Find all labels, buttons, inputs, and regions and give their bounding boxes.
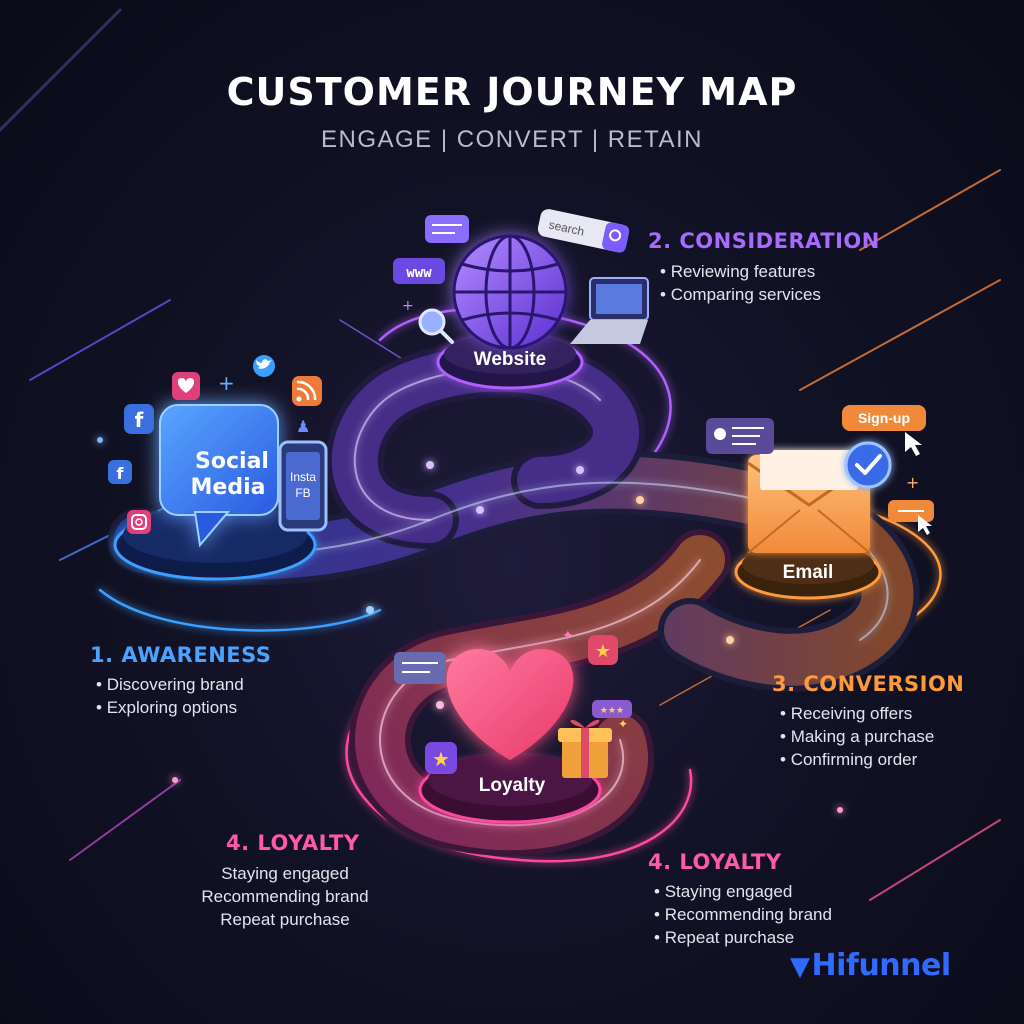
profile-card-icon: [706, 418, 774, 454]
svg-text:Sign-up: Sign-up: [858, 410, 910, 426]
list-item: Staying engaged: [221, 864, 349, 883]
email-label: Email: [782, 562, 834, 583]
list-item: Confirming order: [780, 748, 934, 771]
star-icon: ★: [588, 635, 618, 665]
signup-tag: Sign-up: [842, 405, 926, 431]
svg-text:★: ★: [595, 641, 611, 662]
brand-mark-icon: ▼: [790, 952, 810, 982]
search-bar: search: [537, 209, 630, 253]
svg-text:+: +: [402, 298, 414, 314]
heart-icon: [446, 649, 574, 760]
social-platform: [113, 507, 317, 581]
facebook-icon: f: [108, 460, 132, 484]
button-chip: [888, 500, 934, 535]
list-item: Comparing services: [660, 283, 821, 306]
rss-icon: [292, 376, 322, 406]
heart-icon: [172, 372, 200, 400]
user-icon: ♟: [296, 417, 310, 436]
twitter-icon: [253, 355, 275, 377]
svg-text:★★★: ★★★: [600, 706, 624, 716]
phone-text-2: FB: [295, 486, 310, 500]
instagram-icon: [127, 510, 151, 534]
stage-awareness-heading: 1. AWARENESS: [90, 643, 272, 667]
gift-icon: [558, 719, 612, 778]
email-platform: [734, 544, 882, 600]
facebook-icon: f: [124, 404, 154, 434]
list-item: Making a purchase: [780, 725, 935, 748]
phone-text-1: Insta: [290, 470, 316, 484]
stage-awareness-points: Discovering brand Exploring options: [96, 673, 244, 719]
list-item: Exploring options: [96, 696, 244, 719]
social-bubble-text-2: Media: [191, 475, 266, 500]
stage-loyalty-points-left: Staying engaged Recommending brand Repea…: [180, 862, 390, 931]
list-item: Reviewing features: [660, 260, 821, 283]
stage-loyalty-heading-left: 4. LOYALTY: [226, 831, 360, 855]
www-tag: www: [393, 258, 445, 284]
loyalty-label: Loyalty: [478, 775, 546, 796]
svg-text:✦: ✦: [562, 628, 574, 644]
list-item: Recommending brand: [201, 887, 369, 906]
brand-logo: ▼Hifunnel: [790, 948, 951, 983]
list-item: Receiving offers: [780, 702, 934, 725]
chat-bubble-icon: [425, 215, 469, 243]
list-item: Recommending brand: [654, 903, 832, 926]
svg-text:www: www: [406, 265, 432, 281]
svg-text:f: f: [135, 408, 144, 432]
svg-text:★: ★: [432, 747, 450, 771]
stage-loyalty-heading-right: 4. LOYALTY: [648, 850, 782, 874]
loyalty-platform: [418, 754, 602, 824]
stage-consideration-points: Reviewing features Comparing services: [660, 260, 821, 306]
list-item: Staying engaged: [654, 880, 832, 903]
page-subtitle: ENGAGE | CONVERT | RETAIN: [320, 126, 704, 153]
website-platform: [436, 334, 584, 390]
magnifier-icon: [418, 308, 454, 344]
brand-name: Hifunnel: [811, 948, 952, 983]
chat-bubble-icon: [394, 652, 446, 684]
stage-conversion-points: Receiving offers Making a purchase Confi…: [780, 702, 935, 771]
plus-icon: +: [218, 371, 235, 395]
stage-loyalty-points-right: Staying engaged Recommending brand Repea…: [654, 880, 832, 949]
checkmark-badge-icon: [844, 441, 892, 489]
page-title: CUSTOMER JOURNEY MAP: [226, 70, 798, 114]
svg-text:f: f: [117, 464, 125, 483]
list-item: Repeat purchase: [654, 926, 832, 949]
social-media-bubble-icon: [159, 404, 279, 548]
laptop-icon: [570, 277, 649, 344]
svg-text:+: +: [906, 473, 919, 492]
rating-tag: ★★★: [592, 700, 632, 718]
svg-text:✦: ✦: [618, 717, 628, 731]
stage-conversion-heading: 3. CONVERSION: [772, 672, 965, 696]
list-item: Repeat purchase: [220, 910, 350, 929]
social-bubble-text-1: Social: [195, 449, 269, 474]
website-label: Website: [473, 349, 547, 370]
background-streaks: [0, 8, 1001, 901]
phone-icon: [278, 440, 328, 532]
cursor-icon: [905, 432, 922, 456]
stage-consideration-heading: 2. CONSIDERATION: [648, 229, 880, 253]
list-item: Discovering brand: [96, 673, 244, 696]
star-icon: ★: [425, 742, 457, 774]
